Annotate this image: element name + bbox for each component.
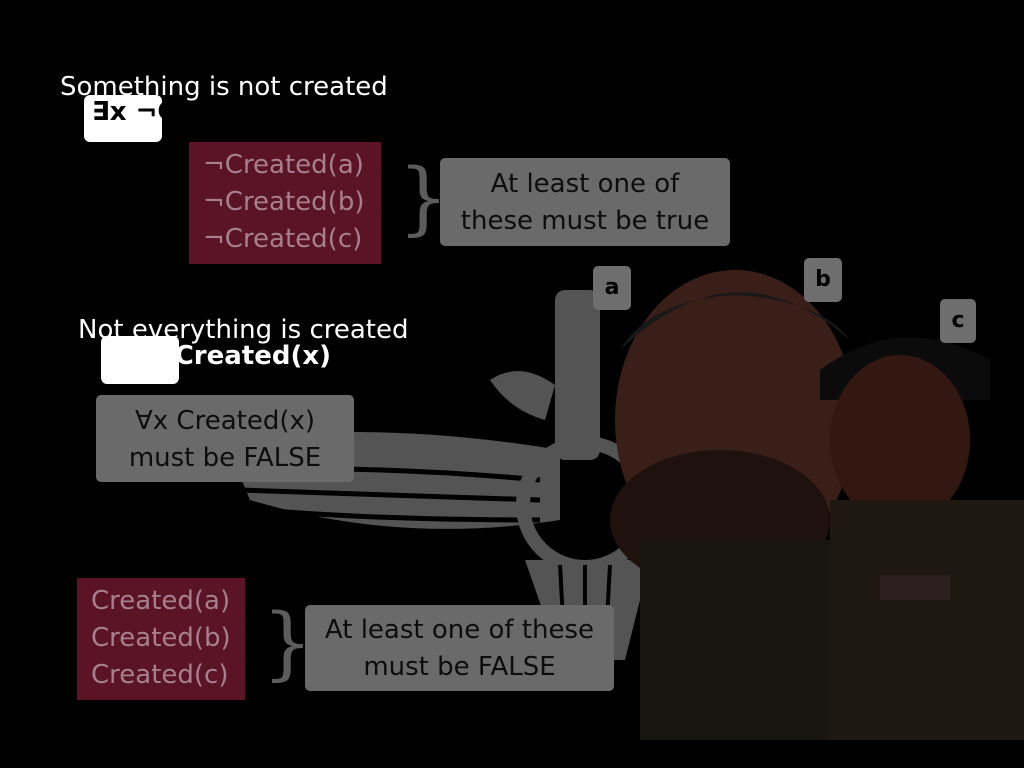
note-line: these must be true <box>460 206 710 236</box>
portrait-image-c <box>820 337 1024 740</box>
list-item: ¬Created(b) <box>203 187 365 217</box>
section1-heading: Something is not created <box>60 72 388 102</box>
note-line: At least one of <box>490 169 680 199</box>
list-item: Created(c) <box>91 660 229 690</box>
list-item: ¬Created(a) <box>203 150 364 180</box>
note-line: At least one of these <box>324 615 595 645</box>
section2-note-box: ∀x Created(x) must be FALSE <box>96 395 354 482</box>
formula-highlight-tab <box>101 336 179 384</box>
label-a: a <box>593 266 631 310</box>
section2-formula: ¬∀x Created(x) <box>107 341 332 371</box>
list-item: ¬Created(c) <box>203 224 363 254</box>
right-brace: } <box>262 596 313 689</box>
note-line: ∀x Created(x) <box>134 406 315 436</box>
section1-formula: ∃x ¬Created(x) <box>92 97 314 127</box>
list-item: Created(b) <box>91 623 231 653</box>
label-b: b <box>804 258 842 302</box>
portrait-image-b <box>610 270 900 740</box>
formula-highlight-tab <box>84 95 162 142</box>
section1-instances-box: ¬Created(a) ¬Created(b) ¬Created(c) <box>189 142 381 264</box>
section1-note-box: At least one of these must be true <box>440 158 730 246</box>
list-item: Created(a) <box>91 586 231 616</box>
note-line: must be FALSE <box>128 443 322 473</box>
label-c: c <box>940 299 976 343</box>
note-line: must be FALSE <box>363 652 556 682</box>
section2-instances-box: Created(a) Created(b) Created(c) <box>77 578 245 700</box>
section2-note2-box: At least one of these must be FALSE <box>305 605 614 691</box>
section2-heading: Not everything is created <box>78 315 409 345</box>
